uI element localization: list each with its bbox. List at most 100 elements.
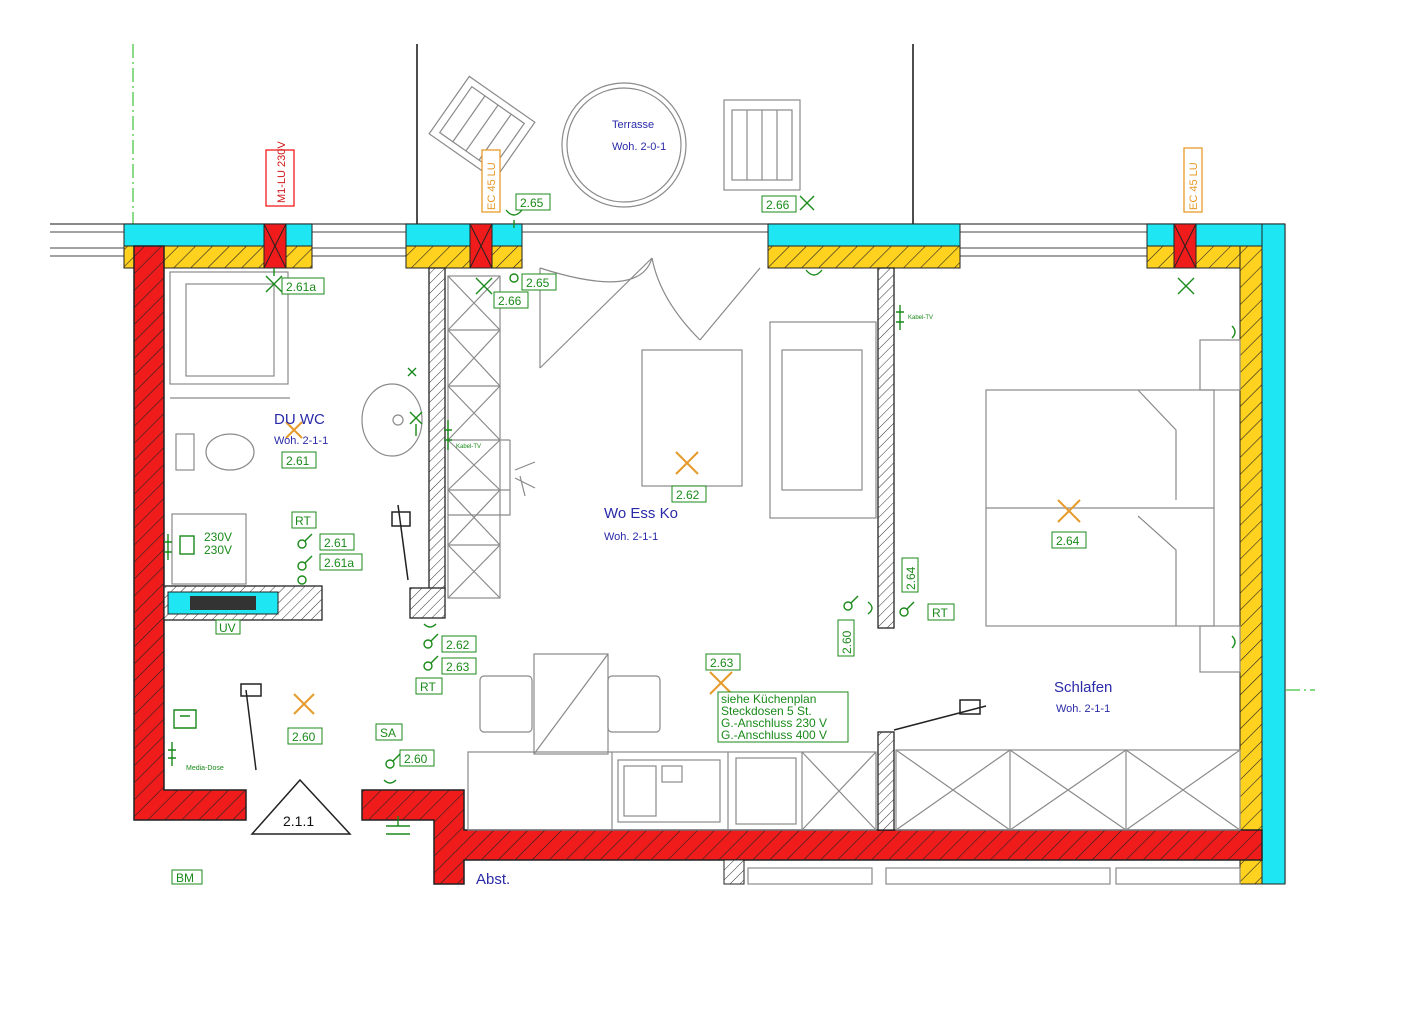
svg-text:2.62: 2.62 <box>446 638 470 652</box>
closet <box>447 275 536 599</box>
living-name: Wo Ess Ko <box>604 505 678 522</box>
circuit-tags: 2.65 2.66 2.61a 2.65 2.66 2.61 2.62 2.64… <box>171 193 1087 885</box>
svg-text:2.63: 2.63 <box>446 660 470 674</box>
bath-name: DU WC <box>274 411 325 428</box>
fire-label-3: EC 45 LU <box>1183 147 1203 213</box>
tag-2-61-socket: 2.61 <box>319 533 355 551</box>
tag-2-60-vertical: 2.60 <box>837 619 855 657</box>
svg-text:2.64: 2.64 <box>904 566 918 590</box>
svg-text:2.61: 2.61 <box>324 536 348 550</box>
interior-walls <box>163 267 895 885</box>
fire-column-3 <box>1173 223 1197 269</box>
ceiling-lights <box>285 421 1081 715</box>
label-kabel-tv-1: Kabel-TV <box>908 315 933 321</box>
tag-bm: BM <box>171 869 203 885</box>
tag-2-64-bed: 2.64 <box>1051 531 1087 549</box>
right-wall <box>1239 223 1286 885</box>
bath-fixtures <box>169 271 423 771</box>
label-media-dose: Media-Dose <box>186 765 224 772</box>
bedroom-furniture <box>747 339 1241 885</box>
tag-2-65-mid: 2.65 <box>521 273 557 291</box>
hall-radiator <box>240 683 262 771</box>
svg-text:2.61a: 2.61a <box>324 556 354 570</box>
fire-label-2: EC 45 LU <box>481 149 501 213</box>
living-furniture <box>479 321 877 755</box>
door-marker-label: 2.1.1 <box>283 813 314 829</box>
svg-text:2.61a: 2.61a <box>286 280 316 294</box>
fire-label-1: M1-LU 230V <box>265 141 295 207</box>
svg-text:SA: SA <box>380 726 396 740</box>
tag-2-66-mid: 2.66 <box>493 291 529 309</box>
svg-text:2.64: 2.64 <box>1056 534 1080 548</box>
sink <box>617 759 721 823</box>
tag-2-64-vertical: 2.64 <box>901 557 919 593</box>
svg-text:2.60: 2.60 <box>840 630 854 654</box>
fire-label-3-text: EC 45 LU <box>1188 162 1200 210</box>
label-230v-1: 230V <box>204 530 232 544</box>
top-wall <box>123 223 1286 269</box>
facade-lines <box>50 223 1286 884</box>
tag-2-62-hall: 2.62 <box>441 635 477 653</box>
svg-text:RT: RT <box>295 514 311 528</box>
svg-text:BM: BM <box>176 871 194 885</box>
svg-text:UV: UV <box>219 621 236 635</box>
svg-text:2.65: 2.65 <box>520 196 544 210</box>
storage-name: Abst. <box>476 871 510 888</box>
svg-text:2.65: 2.65 <box>526 276 550 290</box>
tag-uv: UV <box>215 619 241 635</box>
tag-2-63-kitchen: 2.63 <box>705 653 741 671</box>
entry-door <box>539 257 761 369</box>
bedroom-radiator <box>893 699 987 731</box>
sofa <box>769 321 877 519</box>
bath-radiator <box>391 504 411 581</box>
kitchen-counter <box>467 751 877 831</box>
label-kabel-tv-2: Kabel-TV <box>456 444 481 450</box>
tag-2-61-bath: 2.61 <box>281 451 317 469</box>
kitchen-note-line-2: Steckdosen 5 St. <box>721 704 812 718</box>
tag-2-61a-socket: 2.61a <box>319 553 363 571</box>
kitchen-note-line-4: G.-Anschluss 400 V <box>721 728 827 742</box>
label-230v-2: 230V <box>204 543 232 557</box>
svg-text:2.62: 2.62 <box>676 488 700 502</box>
tag-2-65-top: 2.65 <box>515 193 551 211</box>
washbasin <box>361 383 423 457</box>
fire-column-2 <box>469 223 493 269</box>
toilet <box>205 433 255 471</box>
tag-2-60-hall: 2.60 <box>287 727 323 745</box>
tag-2-63-hall: 2.63 <box>441 657 477 675</box>
bottom-wall <box>361 789 1263 885</box>
fire-label-1-text: M1-LU 230V <box>276 141 288 203</box>
door-marker: 2.1.1 <box>250 778 352 835</box>
svg-text:2.60: 2.60 <box>292 730 316 744</box>
deck-chair-right <box>723 99 801 191</box>
svg-text:2.66: 2.66 <box>766 198 790 212</box>
svg-text:2.61: 2.61 <box>286 454 310 468</box>
terrace-name: Terrasse <box>612 119 654 131</box>
terrace-sub: Woh. 2-0-1 <box>612 141 666 153</box>
fire-column-1 <box>263 223 287 269</box>
svg-text:2.60: 2.60 <box>404 752 428 766</box>
tag-2-66-top: 2.66 <box>761 195 797 213</box>
tag-2-61a-top: 2.61a <box>281 277 325 295</box>
bedroom-sub: Woh. 2-1-1 <box>1056 703 1110 715</box>
terrace-table <box>561 82 687 208</box>
svg-text:2.66: 2.66 <box>498 294 522 308</box>
dining-table <box>641 349 743 487</box>
living-sub: Woh. 2-1-1 <box>604 531 658 543</box>
tag-rt-hall: RT <box>415 677 443 695</box>
svg-text:RT: RT <box>420 680 436 694</box>
small-labels: 230V 230V Kabel-TV Kabel-TV Media-Dose <box>186 315 933 772</box>
terrace-area <box>416 44 914 228</box>
tag-rt-living: RT <box>927 603 955 621</box>
left-wall <box>133 245 247 821</box>
room-labels: Terrasse Woh. 2-0-1 DU WC Woh. 2-1-1 Wo … <box>274 119 1112 888</box>
svg-text:2.63: 2.63 <box>710 656 734 670</box>
svg-text:M1-LU 230V: M1-LU 230V <box>276 141 288 203</box>
tag-rt-bath: RT <box>291 511 317 529</box>
svg-text:RT: RT <box>932 606 948 620</box>
kitchen-note: siehe Küchenplan Steckdosen 5 St. G.-Ans… <box>717 691 849 743</box>
tag-2-60-sa: 2.60 <box>399 749 435 767</box>
electrical-symbols <box>164 195 1236 835</box>
bedroom-name: Schlafen <box>1054 679 1112 696</box>
